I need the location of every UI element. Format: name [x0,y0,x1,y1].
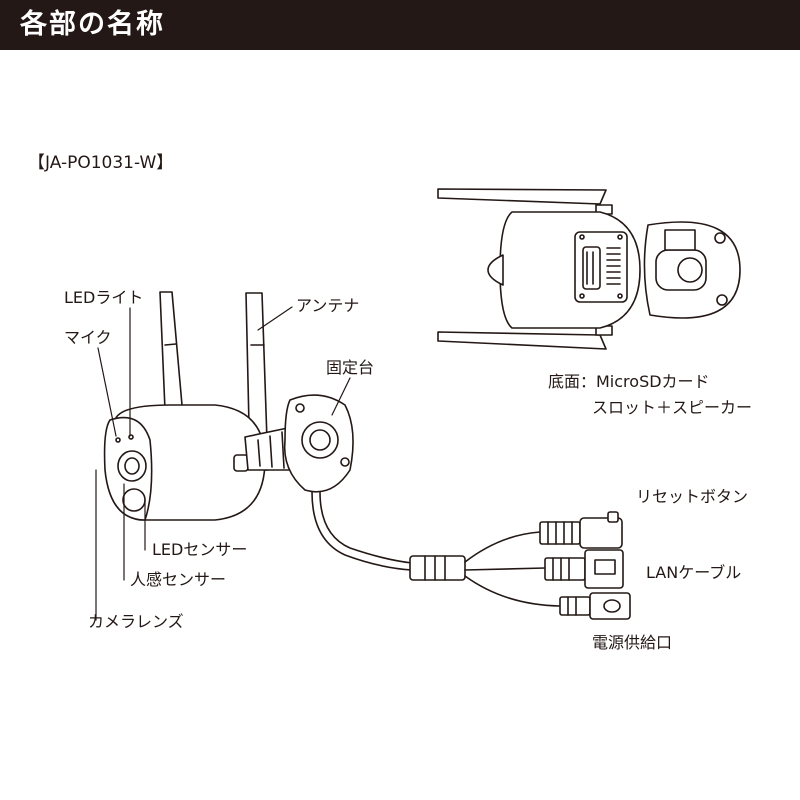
label-lan-cable: LANケーブル [646,563,742,582]
page-title: 各部の名称 [20,9,165,40]
leader-lines [95,306,351,621]
header-bar: 各部の名称 [0,0,800,50]
label-bottom-line2: スロット＋スピーカー [592,398,753,417]
main-camera [103,291,354,521]
model-label: 【JA-PO1031-W】 [28,153,174,173]
label-led-light: LEDライト [64,288,144,307]
label-bottom-line1: 底面：MicroSDカード [548,372,710,391]
label-power-port: 電源供給口 [592,633,673,652]
label-camera-lens: カメラレンズ [88,612,184,631]
label-motion-sensor: 人感センサー [130,570,227,589]
bottom-view-camera [437,188,741,350]
label-led-sensor: LEDセンサー [152,540,248,559]
cable-assembly [311,491,631,620]
label-mic: マイク [64,328,112,347]
label-antenna: アンテナ [296,296,360,315]
label-mount: 固定台 [326,358,375,377]
label-reset-button: リセットボタン [636,487,749,506]
